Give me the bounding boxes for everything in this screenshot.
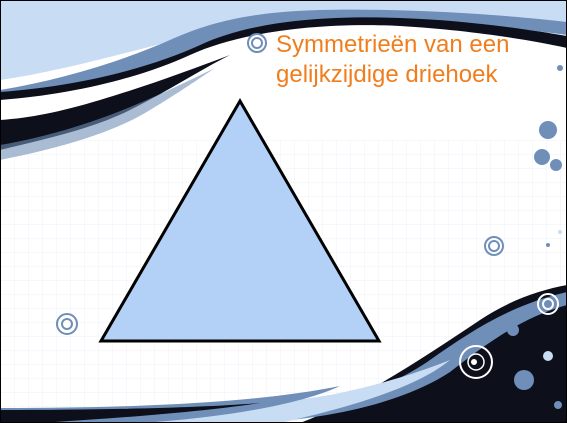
equilateral-triangle — [98, 98, 382, 343]
decorative-dots — [507, 65, 563, 409]
ring-icon — [537, 293, 559, 315]
ring-icon — [247, 33, 267, 53]
top-wave — [0, 0, 567, 160]
slide-title-line-1: Symmetrieën van een — [276, 31, 510, 58]
slide-title-line-2: gelijkzijdige driehoek — [276, 61, 498, 88]
ring-icon — [484, 236, 504, 256]
slide-title: Symmetrieën van een gelijkzijdige drieho… — [276, 30, 562, 90]
ring-icon — [56, 313, 78, 335]
bottom-wave — [0, 285, 567, 423]
ring-icon — [459, 345, 493, 379]
